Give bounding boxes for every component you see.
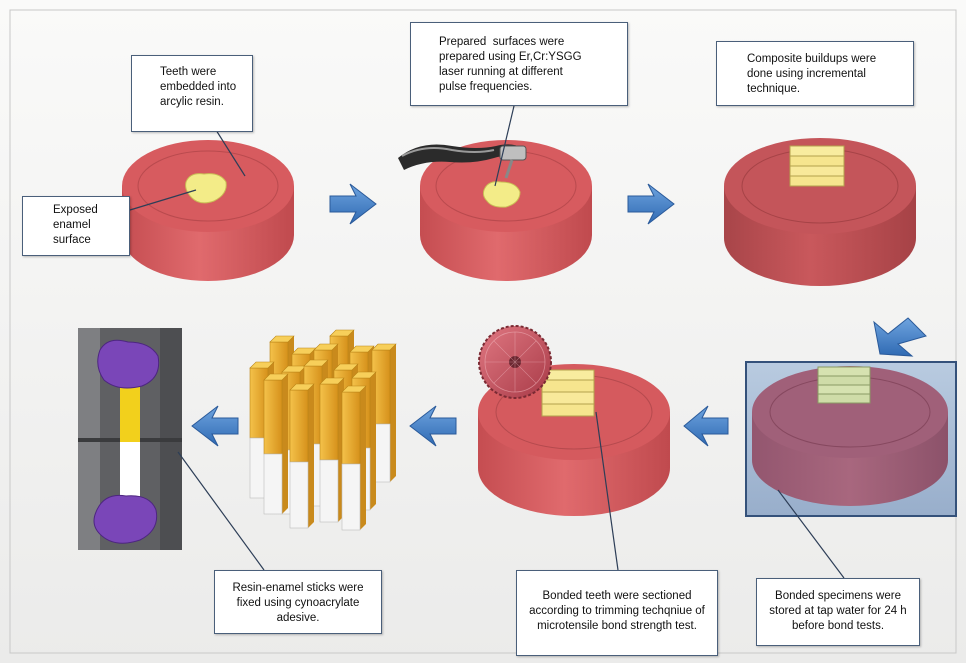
callout-bonded-specimens: Bonded specimens were stored at tap wate… (756, 578, 920, 646)
diamond-saw-icon (478, 325, 552, 399)
callout-text-line: Resin-enamel sticks were (232, 582, 364, 594)
callout-text-line: Prepared surfaces were (439, 36, 565, 48)
resin-enamel-sticks (249, 329, 397, 531)
callout-text-line: prepared using Er,Cr:YSGG (439, 51, 582, 63)
callout-text-line: Composite buildups were (747, 53, 877, 65)
callout-text-line: microtensile bond strength test. (537, 620, 697, 632)
callout-text-line: arcylic resin. (160, 96, 224, 108)
callout-text-line: according to trimming techqniue of (529, 605, 705, 617)
callout-teeth-embedded: Teeth were embedded into arcylic resin. (131, 55, 253, 132)
water-storage-box (745, 361, 957, 517)
flow-arrows (191, 183, 927, 447)
callout-text-line: Bonded teeth were sectioned (542, 590, 692, 602)
callout-text-line: embedded into (160, 81, 237, 93)
callout-exposed-enamel: Exposed enamel surface (22, 196, 130, 256)
left-arrow-icon (683, 405, 729, 447)
callout-text-line: enamel (53, 219, 91, 231)
callout-text-line: adesive. (276, 612, 320, 624)
right-arrow-icon (627, 183, 675, 225)
callout-text-line: stored at tap water for 24 h (769, 605, 907, 617)
down-left-arrow-icon (873, 317, 927, 357)
right-arrow-icon (329, 183, 377, 225)
callout-composite-buildups: Composite buildups were done using incre… (716, 41, 914, 106)
callout-bonded-teeth: Bonded teeth were sectioned according to… (516, 570, 718, 656)
callout-text-line: fixed using cynoacrylate (236, 597, 360, 609)
callout-text-line: before bond tests. (791, 620, 885, 632)
enamel-bottom-patch (93, 494, 158, 544)
resin-enamel-stick (319, 377, 345, 523)
resin-enamel-stick (263, 373, 289, 515)
enamel-patch (185, 173, 227, 204)
left-arrow-icon (409, 405, 457, 447)
resin-block-1 (122, 140, 294, 281)
resin-enamel-stick (341, 385, 367, 531)
callout-text-line: Exposed (53, 204, 98, 216)
callout-text-line: done using incremental (747, 68, 866, 80)
composite-buildup (789, 145, 845, 187)
callout-prepared-surfaces: Prepared surfaces were prepared using Er… (410, 22, 628, 106)
callout-text-line: Teeth were (160, 66, 217, 78)
callout-text-line: surface (53, 234, 91, 246)
laser-handpiece-icon (398, 144, 527, 179)
callout-text-line: Bonded specimens were (775, 590, 901, 602)
callout-resin-enamel-sticks: Resin-enamel sticks were fixed using cyn… (214, 570, 382, 634)
callout-text-line: pulse frequencies. (439, 81, 533, 93)
enamel-top-patch (97, 339, 160, 389)
left-arrow-icon (191, 405, 239, 447)
callout-text-line: laser running at different (439, 66, 563, 78)
resin-block-2 (420, 140, 592, 281)
testing-jig (78, 328, 182, 550)
connector-lines (129, 105, 845, 579)
callout-text-line: technique. (747, 83, 801, 95)
resin-enamel-stick (289, 383, 315, 529)
